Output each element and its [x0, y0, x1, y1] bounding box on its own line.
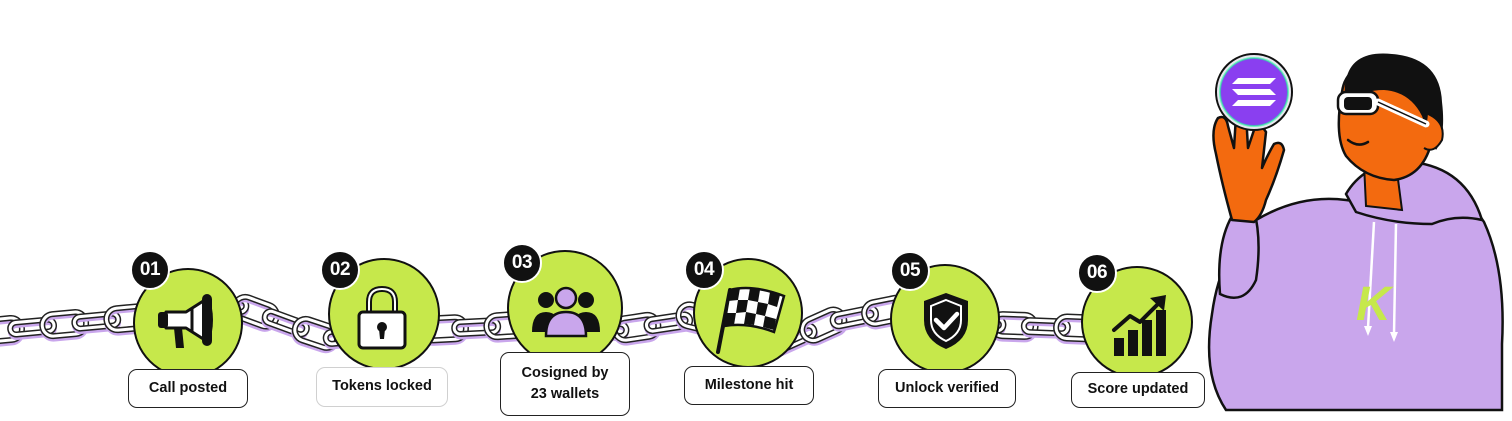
step-label: Milestone hit: [684, 366, 814, 405]
step-number: 04: [684, 250, 724, 290]
step-label: Cosigned by 23 wallets: [500, 352, 630, 416]
solana-logo-icon: [1215, 53, 1293, 131]
step-label: Score updated: [1071, 372, 1205, 408]
hoodie-logo: K: [1356, 278, 1394, 331]
chain-link: [1020, 317, 1071, 339]
chain-link: [643, 311, 694, 337]
hair: [1344, 53, 1444, 150]
step-label: Unlock verified: [878, 369, 1016, 408]
megaphone-icon: [158, 294, 213, 348]
step-number: 02: [320, 250, 360, 290]
shield-check-icon: [924, 293, 968, 349]
character-illustration: K: [1207, 53, 1504, 412]
chain-link: [7, 316, 58, 340]
padlock-icon: [357, 285, 407, 350]
chain-link: [261, 308, 310, 340]
step-number: 05: [890, 251, 930, 291]
sunglasses: [1336, 90, 1430, 128]
group-icon: [532, 286, 600, 338]
chain-link: [829, 305, 880, 332]
chain-link: [71, 310, 122, 335]
growth-chart-icon: [1112, 295, 1166, 356]
checkered-flag-icon: [716, 286, 786, 354]
step-number: 01: [130, 250, 170, 290]
step-number: 06: [1077, 253, 1117, 293]
chain-link: [451, 317, 502, 340]
step-label: Call posted: [128, 369, 248, 408]
step-number: 03: [502, 243, 542, 283]
hoodie: [1207, 197, 1504, 412]
step-label: Tokens locked: [316, 367, 448, 407]
